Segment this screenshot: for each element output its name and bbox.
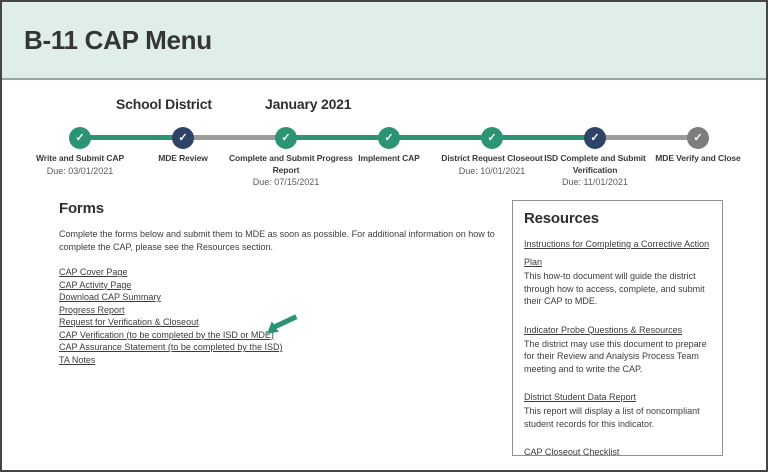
resource-description: The district may use this document to pr… — [524, 338, 707, 374]
resource-item: CAP Closeout ChecklistThis checklist rev… — [524, 442, 711, 456]
timeline-connector — [286, 135, 389, 140]
callout-arrow-icon — [266, 314, 299, 335]
check-icon: ✓ — [687, 127, 709, 149]
form-link[interactable]: CAP Verification (to be completed by the… — [59, 329, 274, 340]
timeline-connector — [183, 135, 286, 140]
resource-item: Instructions for Completing a Corrective… — [524, 234, 711, 308]
step-label: Write and Submit CAP — [35, 153, 125, 163]
form-link[interactable]: CAP Assurance Statement (to be completed… — [59, 342, 283, 352]
step-label: District Request Closeout — [441, 153, 543, 163]
timeline-step: ✓ MDE Verify and Close — [641, 127, 755, 165]
forms-section: Forms Complete the forms below and submi… — [59, 200, 509, 367]
resources-list: Instructions for Completing a Corrective… — [524, 234, 711, 456]
form-link[interactable]: TA Notes — [59, 354, 96, 365]
step-due-date: Due: 11/01/2021 — [562, 177, 628, 187]
check-icon: ✓ — [172, 127, 194, 149]
resource-link[interactable]: CAP Closeout Checklist — [524, 447, 620, 456]
step-label: ISD Complete and Submit Verification — [544, 153, 646, 175]
resource-description: This report will display a list of nonco… — [524, 406, 700, 429]
timeline-group-label-school-district: School District — [116, 96, 212, 112]
resources-heading: Resources — [524, 210, 599, 227]
check-icon: ✓ — [378, 127, 400, 149]
step-label: Complete and Submit Progress Report — [229, 153, 353, 175]
timeline-connector — [595, 135, 698, 140]
resources-section: Resources Instructions for Completing a … — [512, 200, 723, 456]
resource-link[interactable]: District Student Data Report — [524, 392, 637, 402]
page-title: B-11 CAP Menu — [24, 24, 212, 55]
cap-timeline: School District January 2021 ✓ Write and … — [2, 82, 768, 197]
check-icon: ✓ — [584, 127, 606, 149]
timeline-connector — [492, 135, 595, 140]
step-due-date: Due: 10/01/2021 — [458, 165, 526, 176]
form-link[interactable]: Progress Report — [59, 304, 125, 315]
resource-description: This how-to document will guide the dist… — [524, 271, 705, 306]
step-due-date: Due: 07/15/2021 — [252, 177, 320, 187]
step-label: Implement CAP — [358, 153, 420, 163]
step-due-date: Due: 03/01/2021 — [46, 165, 114, 176]
form-link[interactable]: Request for Verification & Closeout — [59, 317, 199, 327]
step-label: MDE Review — [158, 153, 208, 163]
forms-description: Complete the forms below and submit them… — [59, 229, 495, 252]
check-icon: ✓ — [275, 127, 297, 149]
timeline-step: ✓ Write and Submit CAP Due: 03/01/2021 — [23, 127, 137, 177]
arrow-shape — [267, 314, 298, 334]
timeline-group-label-january-2021: January 2021 — [265, 96, 352, 112]
timeline-connector — [80, 135, 183, 140]
form-link[interactable]: CAP Cover Page — [59, 267, 128, 277]
form-link[interactable]: Download CAP Summary — [59, 292, 161, 302]
resource-link[interactable]: Instructions for Completing a Corrective… — [524, 239, 710, 267]
timeline-step: ✓ MDE Review — [126, 127, 240, 165]
form-link[interactable]: CAP Activity Page — [59, 279, 132, 290]
check-icon: ✓ — [481, 127, 503, 149]
page-header: B-11 CAP Menu — [2, 2, 766, 80]
forms-heading: Forms — [59, 200, 104, 217]
step-label: MDE Verify and Close — [655, 153, 741, 163]
timeline-step: ✓ Implement CAP — [332, 127, 446, 165]
timeline-connector — [389, 135, 492, 140]
check-icon: ✓ — [69, 127, 91, 149]
resource-link[interactable]: Indicator Probe Questions & Resources — [524, 324, 683, 335]
